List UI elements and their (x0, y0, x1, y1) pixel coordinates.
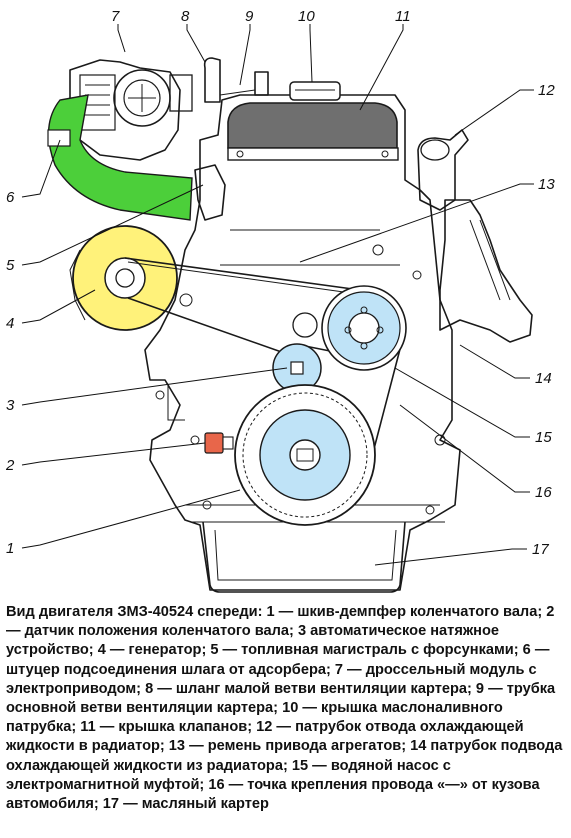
callout-12: 12 (538, 82, 555, 99)
callout-4: 4 (6, 315, 14, 332)
generator (69, 225, 178, 331)
engine-diagram: 7 8 9 10 11 12 13 14 15 16 17 6 5 4 3 2 … (5, 8, 555, 593)
fuel-rail (194, 164, 226, 221)
callout-14: 14 (535, 370, 552, 387)
leader-lines (21, 24, 534, 566)
callout-17: 17 (532, 541, 549, 558)
callout-3: 3 (6, 397, 15, 414)
figure-caption: Вид двигателя ЗМЗ-40524 спереди: 1 — шки… (6, 604, 563, 813)
callout-1: 1 (6, 540, 14, 557)
callout-2: 2 (5, 457, 15, 474)
callout-7: 7 (111, 8, 120, 25)
oil-filler-cap (289, 81, 341, 101)
callout-8: 8 (181, 8, 190, 25)
callout-5: 5 (6, 257, 15, 274)
crankshaft-pulley (234, 384, 376, 526)
callout-10: 10 (298, 8, 315, 25)
throttle-module (69, 59, 193, 161)
callout-13: 13 (538, 176, 555, 193)
tensioner (272, 312, 322, 393)
valve-cover (227, 102, 399, 161)
oil-pan (202, 521, 406, 593)
adsorber-hose (47, 94, 193, 221)
breather-hoses (203, 57, 269, 103)
coolant-outlet-pipe (417, 129, 469, 211)
callout-16: 16 (535, 484, 552, 501)
crank-position-sensor (204, 432, 234, 454)
water-pump (321, 285, 407, 371)
callout-9: 9 (245, 8, 254, 25)
callout-11: 11 (395, 8, 411, 25)
coolant-inlet-pipe (439, 199, 533, 343)
callout-6: 6 (6, 189, 15, 206)
callout-15: 15 (535, 429, 552, 446)
